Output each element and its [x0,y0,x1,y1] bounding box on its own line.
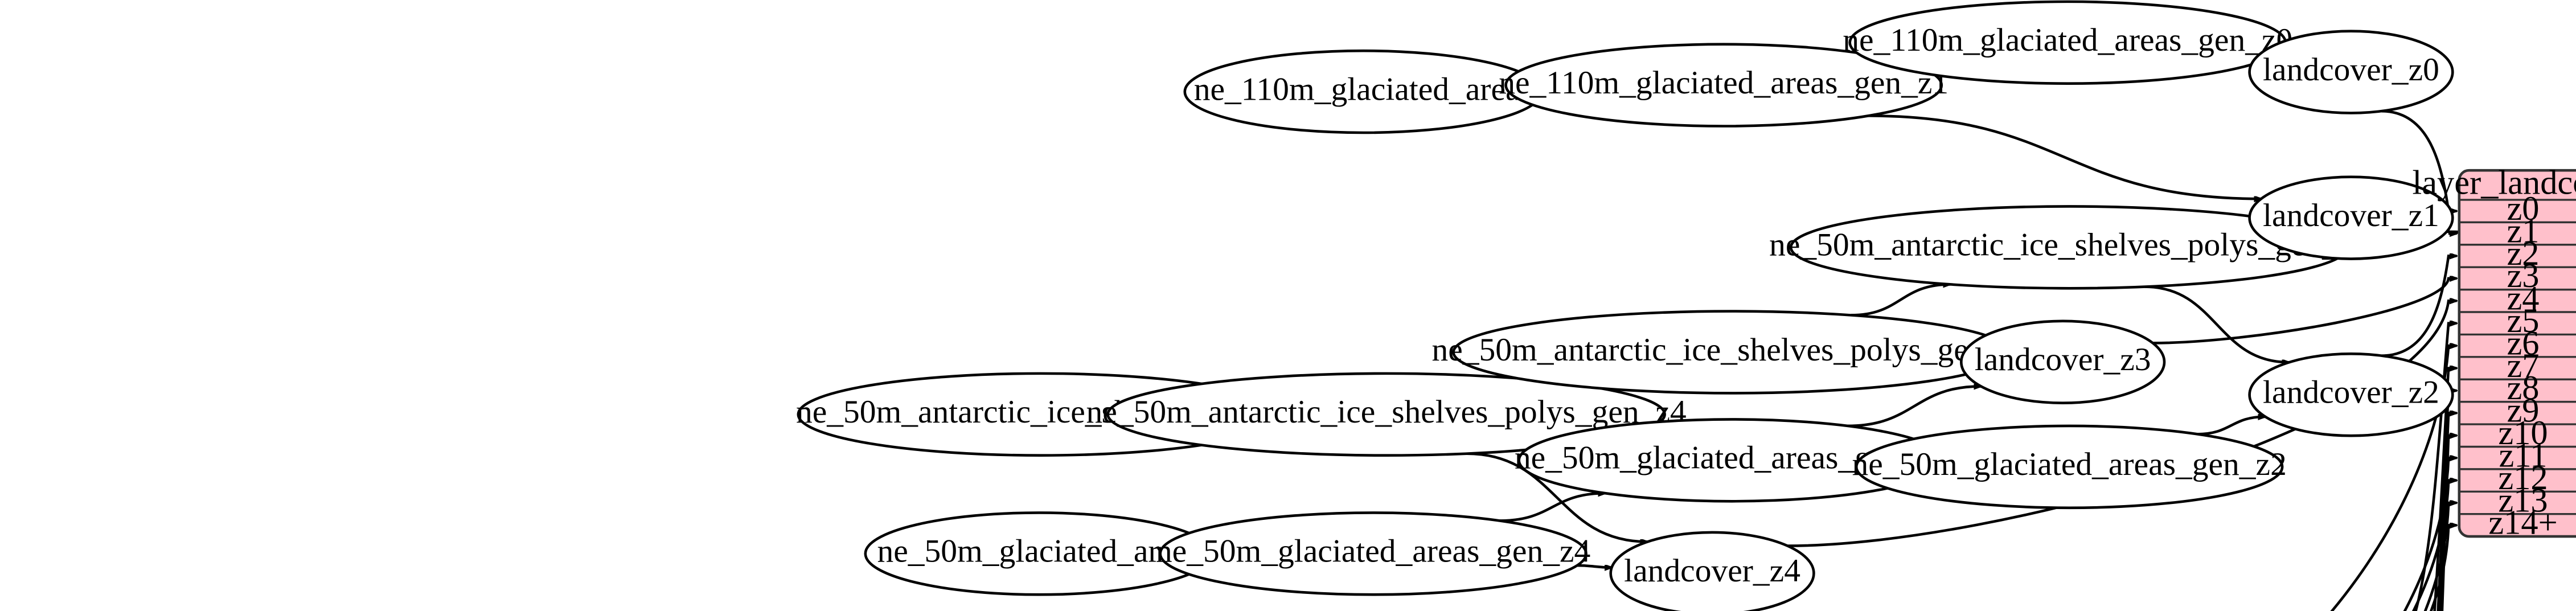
node-label: ne_50m_glaciated_areas [877,534,1201,569]
node-ne_110m_glaciated_areas_gen_z1[interactable]: ne_110m_glaciated_areas_gen_z1 [1499,43,1949,128]
node-label: ne_110m_glaciated_areas [1194,71,1533,107]
table-row-z7[interactable]: z7 [2507,347,2540,385]
table-body [2458,169,2576,538]
edge-n_landcover_z6--layer_landcover.z6 [2330,346,2457,611]
node-ne_110m_glaciated_areas[interactable]: ne_110m_glaciated_areas [1183,49,1544,134]
node-ne_50m_glaciated_areas_gen_z4[interactable]: ne_50m_glaciated_areas_gen_z4 [1156,511,1590,596]
edge-n_landcover_z0--layer_landcover.z0 [2381,109,2456,211]
node-ne_50m_glaciated_areas_gen_z2[interactable]: ne_50m_glaciated_areas_gen_z2 [1852,424,2287,510]
node-landcover_z2[interactable]: landcover_z2 [2248,352,2454,437]
edge-n_osm_landcover_gen_z7--layer_landcover.z7 [2433,368,2456,611]
node-landcover_z0[interactable]: landcover_z0 [2248,30,2454,114]
node-ellipse [1960,319,2166,404]
edge-n_ne50_ais_z2--n_landcover_z2 [2144,285,2290,363]
node-ellipse [1159,511,1588,596]
edge-n_ne50_ais_z4--n_landcover_z4 [1466,452,1648,542]
edge-n_landcover_z1--layer_landcover.z1 [2446,230,2461,233]
node-ne_50m_antarctic_ice_shelves_polys_gen_z4[interactable]: ne_50m_antarctic_ice_shelves_polys_gen_z… [1086,372,1687,457]
edge-n_landcover_z3--layer_landcover.z3 [2152,278,2457,345]
table-row-z10[interactable]: z10 [2498,414,2548,452]
table-row-z12[interactable]: z12 [2498,459,2548,497]
table-row-z0[interactable]: z0 [2507,190,2540,228]
edge-n_ne50_ga_z3--n_landcover_z3 [1847,386,1981,428]
node-ne_110m_glaciated_areas_gen_z0[interactable]: ne_110m_glaciated_areas_gen_z0 [1843,0,2292,85]
edge-n_osm_landcover_gen_z8--layer_landcover.z8 [2436,391,2456,611]
table-row-z9[interactable]: z9 [2507,392,2540,430]
node-landcover_z3[interactable]: landcover_z3 [1960,319,2166,404]
node-landcover_z4[interactable]: landcover_z4 [1609,531,1815,611]
table-row-z6[interactable]: z6 [2507,324,2540,362]
node-label: landcover_z4 [1624,553,1800,589]
table-header: layer_landcover [2412,163,2576,202]
table-row-z8[interactable]: z8 [2507,369,2540,407]
node-label: landcover_z1 [2263,198,2439,233]
node-ellipse [1106,372,1666,457]
table-row-z2[interactable]: z2 [2507,235,2540,273]
table-row-z13[interactable]: z13 [2498,481,2548,519]
node-ellipse [2248,352,2454,437]
edge-n_osm_landcover_gen_z9--layer_landcover.z9 [2439,413,2457,611]
node-ne_50m_glaciated_areas[interactable]: ne_50m_glaciated_areas [864,511,1214,596]
node-landcover_z1[interactable]: landcover_z1 [2248,175,2454,260]
edge-n_ne50_ga_z4--n_landcover_z4 [1577,564,1612,568]
node-ne_50m_glaciated_areas_gen_z3[interactable]: ne_50m_glaciated_areas_gen_z3 [1515,418,1949,503]
table-row-z1[interactable]: z1 [2507,212,2540,250]
node-ellipse [1855,424,2284,510]
node-ellipse [2248,30,2454,114]
edge-n_ne110_ga_z1--n_landcover_z1 [1868,114,2261,199]
edge-n_ne50_ga_z4--n_ne50_ga_z3 [1499,493,1606,522]
node-label: ne_110m_glaciated_areas_gen_z0 [1843,22,2292,58]
edge-n_ne50_ais_z3--n_ne50_ais_z2 [1851,284,1950,317]
node-layer: imposm3osm_landcover_polygonsimplify_vw_… [796,0,2454,611]
node-label: ne_110m_glaciated_areas_gen_z1 [1499,65,1949,101]
node-ellipse [1609,531,1815,611]
node-label: ne_50m_glaciated_areas_gen_z4 [1156,534,1590,569]
node-ne_50m_antarctic_ice_shelves_polys_gen_z2[interactable]: ne_50m_antarctic_ice_shelves_polys_gen_z… [1769,205,2369,290]
table-row-z11[interactable]: z11 [2499,436,2548,474]
table-row-z4[interactable]: z4 [2507,280,2540,318]
node-label: ne_50m_glaciated_areas_gen_z2 [1852,446,2286,482]
node-label: landcover_z2 [2263,375,2439,411]
node-label: ne_50m_antarctic_ice_shelves_polys_gen_z… [1432,332,2032,368]
node-label: landcover_z3 [1975,342,2151,378]
table-row-z3[interactable]: z3 [2507,257,2540,295]
table-row-z14plus[interactable]: z14+ [2488,504,2557,542]
edge-n_landcover_z2--layer_landcover.z2 [2381,256,2456,357]
edge-n_osm_landcover_gen_z10--layer_landcover.z10 [2440,436,2456,611]
node-label: ne_50m_antarctic_ice_shelves_polys_gen_z… [1086,394,1687,430]
node-ellipse [1504,43,1943,128]
node-ellipse [2248,175,2454,260]
node-label: landcover_z0 [2263,52,2439,88]
layer-landcover-table: layer_landcoverz0z1z2z3z4z5z6z7z8z9z10z1… [2412,163,2576,542]
edge-n_ne50_ga_z2--n_landcover_z2 [2197,417,2265,436]
table-row-z5[interactable]: z5 [2507,302,2540,340]
